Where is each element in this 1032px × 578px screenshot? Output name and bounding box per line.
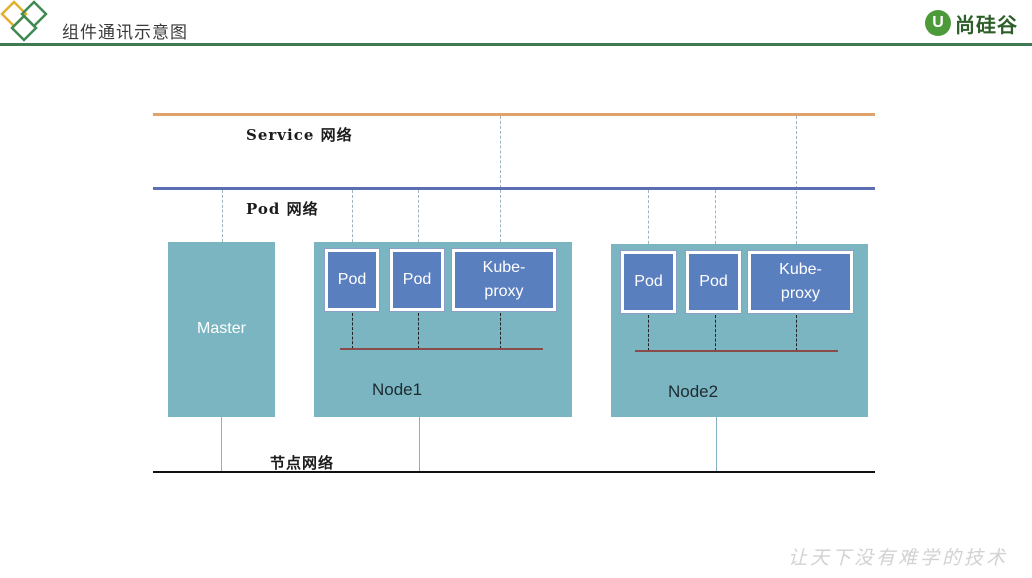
node-network-label: 节点网络 — [270, 454, 335, 472]
node2-link — [648, 315, 649, 351]
node2-bus — [635, 350, 838, 352]
service-connector — [796, 116, 797, 254]
brand-u-icon: U — [925, 10, 951, 36]
node-network-line — [153, 471, 875, 473]
brand-name: 尚硅谷 — [955, 12, 1018, 37]
header-divider — [0, 43, 1032, 46]
service-network-label: Service 网络 — [246, 126, 353, 144]
pod-connector — [648, 190, 649, 254]
node2-pod-2: Pod — [686, 251, 741, 313]
page-title: 组件通讯示意图 — [62, 23, 188, 43]
pod-network-line — [153, 187, 875, 190]
node1-kube-proxy: Kube- proxy — [452, 249, 556, 311]
footer-slogan: 让天下没有难学的技术 — [787, 547, 1008, 569]
node2-label: Node2 — [668, 382, 719, 401]
node2-link — [796, 315, 797, 351]
node1-pod-1: Pod — [325, 249, 379, 311]
pod-connector — [715, 190, 716, 254]
master-box: Master — [168, 242, 275, 417]
node1-link — [500, 313, 501, 349]
node-network-connector — [221, 417, 222, 472]
node1-link — [418, 313, 419, 349]
logo-diamond-icon — [0, 0, 52, 44]
node1-link — [352, 313, 353, 349]
service-network-line — [153, 113, 875, 116]
service-connector — [500, 116, 501, 252]
pod-network-label: Pod 网络 — [246, 200, 319, 218]
node1-bus — [340, 348, 543, 350]
pod-connector — [222, 190, 223, 242]
node-network-connector — [419, 417, 420, 472]
node1-label: Node1 — [372, 380, 423, 399]
pod-connector — [418, 190, 419, 252]
node1-kube-proxy-label: Kube- proxy — [482, 259, 526, 300]
node1-pod-2: Pod — [390, 249, 444, 311]
pod-connector — [352, 190, 353, 252]
node2-pod-1: Pod — [621, 251, 676, 313]
node2-kube-proxy: Kube- proxy — [748, 251, 853, 313]
node2-link — [715, 315, 716, 351]
brand-logo: U 尚硅谷 — [925, 8, 1018, 38]
master-label: Master — [197, 320, 246, 337]
node2-kube-proxy-label: Kube- proxy — [779, 261, 822, 302]
node-network-connector — [716, 417, 717, 472]
